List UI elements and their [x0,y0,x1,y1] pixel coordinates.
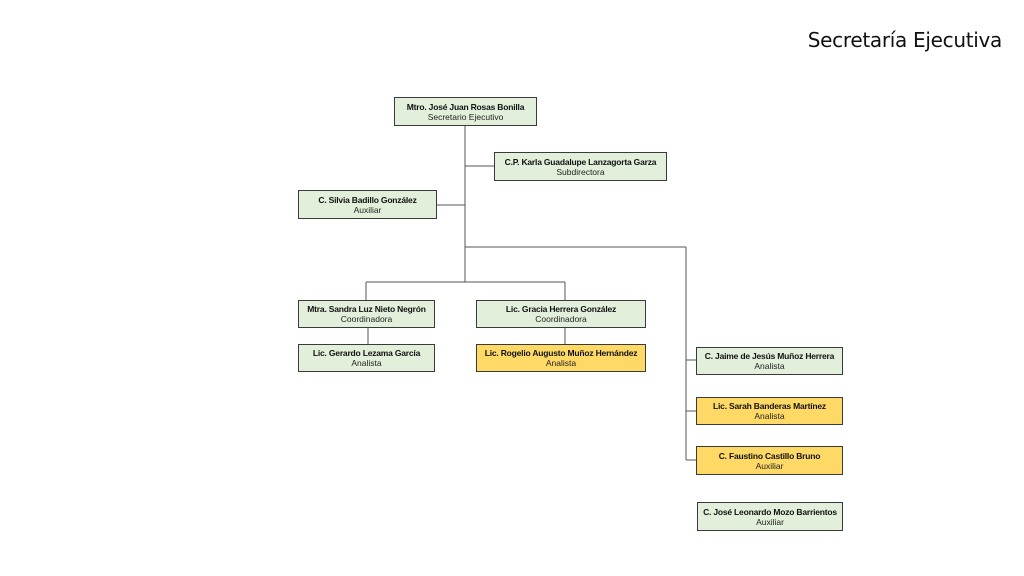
node-coordinadora-gracia: Lic. Gracia Herrera González Coordinador… [476,300,646,328]
node-name: C. Faustino Castillo Bruno [718,450,821,461]
node-name: Mtra. Sandra Luz Nieto Negrón [307,304,426,314]
node-subdirectora: C.P. Karla Guadalupe Lanzagorta Garza Su… [494,152,667,181]
node-analista-gerardo: Lic. Gerardo Lezama García Analista [298,344,435,372]
node-analista-sarah: Lic. Sarah Banderas Martínez Analista [696,397,843,425]
node-coordinadora-sandra: Mtra. Sandra Luz Nieto Negrón Coordinado… [298,300,435,328]
node-name: Lic. Gerardo Lezama García [312,348,421,358]
node-name: Lic. Sarah Banderas Martínez [713,401,826,411]
node-role: Coordinadora [535,314,587,324]
node-role: Analista [754,361,785,371]
node-auxiliar-silvia: C. Silvia Badillo González Auxiliar [298,190,437,219]
node-name: C.P. Karla Guadalupe Lanzagorta Garza [504,156,657,167]
node-analista-jaime: C. Jaime de Jesús Muñoz Herrera Analista [696,347,843,375]
node-analista-rogelio: Lic. Rogelio Augusto Muñoz Hernández Ana… [476,344,646,372]
page-title: Secretaría Ejecutiva [807,28,1003,52]
node-name: Lic. Gracia Herrera González [505,304,617,314]
node-role: Analista [545,358,577,368]
node-role: Auxiliar [353,204,382,215]
node-role: Subdirectora [556,166,605,177]
node-role: Analista [351,358,382,368]
node-auxiliar-faustino: C. Faustino Castillo Bruno Auxiliar [696,446,843,475]
node-name: Mtro. José Juan Rosas Bonilla [406,101,525,112]
node-name: C. Silvia Badillo González [318,194,417,205]
node-secretario-ejecutivo: Mtro. José Juan Rosas Bonilla Secretario… [394,97,537,126]
node-role: Analista [754,411,785,421]
node-name: C. José Leonardo Mozo Barrientos [703,506,837,517]
node-role: Auxiliar [755,460,784,471]
node-auxiliar-jose: C. José Leonardo Mozo Barrientos Auxilia… [697,502,843,531]
node-name: Lic. Rogelio Augusto Muñoz Hernández [484,348,638,358]
node-role: Auxiliar [756,516,784,527]
node-role: Coordinadora [340,314,393,324]
node-role: Secretario Ejecutivo [427,111,504,122]
node-name: C. Jaime de Jesús Muñoz Herrera [704,351,835,361]
